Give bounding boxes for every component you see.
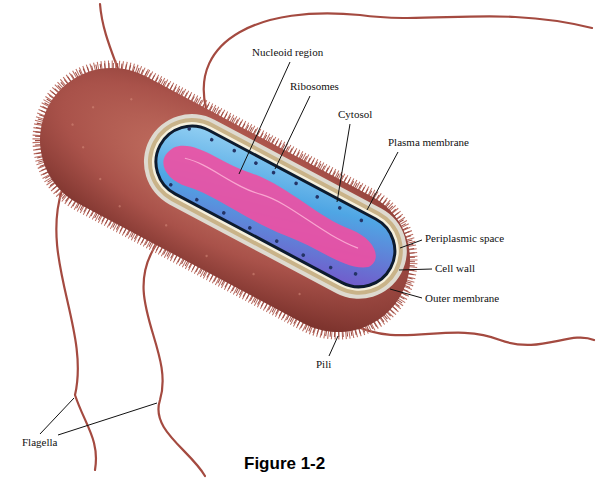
ribosome — [353, 272, 358, 277]
surface-texture — [82, 146, 85, 149]
flagellum — [204, 13, 592, 108]
ribosome — [187, 126, 192, 131]
ribosome — [359, 218, 364, 223]
ribosome — [221, 211, 226, 216]
ribosome — [301, 253, 306, 258]
flagellum — [144, 245, 205, 476]
part-label: Periplasmic space — [425, 232, 504, 245]
leader-line — [275, 96, 310, 169]
surface-texture — [71, 123, 74, 126]
part-label: Plasma membrane — [388, 136, 469, 149]
ribosome — [315, 195, 320, 200]
leader-line — [400, 240, 422, 248]
ribosome — [294, 181, 299, 186]
cell-wall-layer — [132, 103, 418, 311]
part-label: Cell wall — [435, 262, 475, 275]
flagellum — [56, 190, 96, 470]
part-label: Cytosol — [338, 108, 372, 121]
ribosome — [247, 225, 252, 230]
plasma-membrane-cytosol — [143, 113, 407, 299]
pili-fringe — [15, 43, 436, 358]
part-label: Flagella — [22, 436, 57, 449]
leader-line — [329, 336, 338, 356]
nucleoid — [157, 132, 385, 281]
ribosome — [232, 148, 237, 153]
surface-texture — [252, 272, 255, 275]
surface-texture — [91, 106, 94, 109]
surface-texture — [165, 224, 168, 227]
ribosome — [253, 161, 258, 166]
leader-line — [399, 269, 432, 270]
part-label: Ribosomes — [290, 80, 339, 93]
surface-texture — [99, 177, 102, 180]
part-label: Pili — [316, 358, 331, 371]
ribosome — [271, 170, 276, 175]
figure-caption: Figure 1-2 — [244, 454, 325, 474]
ribosome — [337, 205, 342, 210]
leader-line — [367, 152, 398, 210]
pili-fringe — [15, 43, 436, 358]
leader-line — [390, 289, 422, 298]
leader-line — [239, 62, 290, 174]
surface-texture — [130, 98, 133, 101]
flagellum — [352, 324, 594, 345]
leader-line — [40, 398, 74, 434]
leader-line — [58, 403, 157, 435]
surface-texture — [118, 205, 121, 208]
surface-texture — [205, 254, 208, 257]
ribosome — [328, 265, 333, 270]
ribosome — [194, 197, 199, 202]
nucleoid-strand — [185, 153, 360, 250]
ribosome — [209, 137, 214, 142]
surface-texture — [298, 292, 301, 295]
ribosome — [274, 239, 279, 244]
outer-membrane-layer — [127, 97, 424, 316]
part-label: Outer membrane — [425, 292, 499, 305]
part-label: Nucleoid region — [252, 46, 323, 59]
ribosome — [168, 182, 173, 187]
periplasmic-layer — [138, 108, 413, 305]
leader-line — [337, 124, 350, 202]
cell-body — [15, 43, 436, 358]
